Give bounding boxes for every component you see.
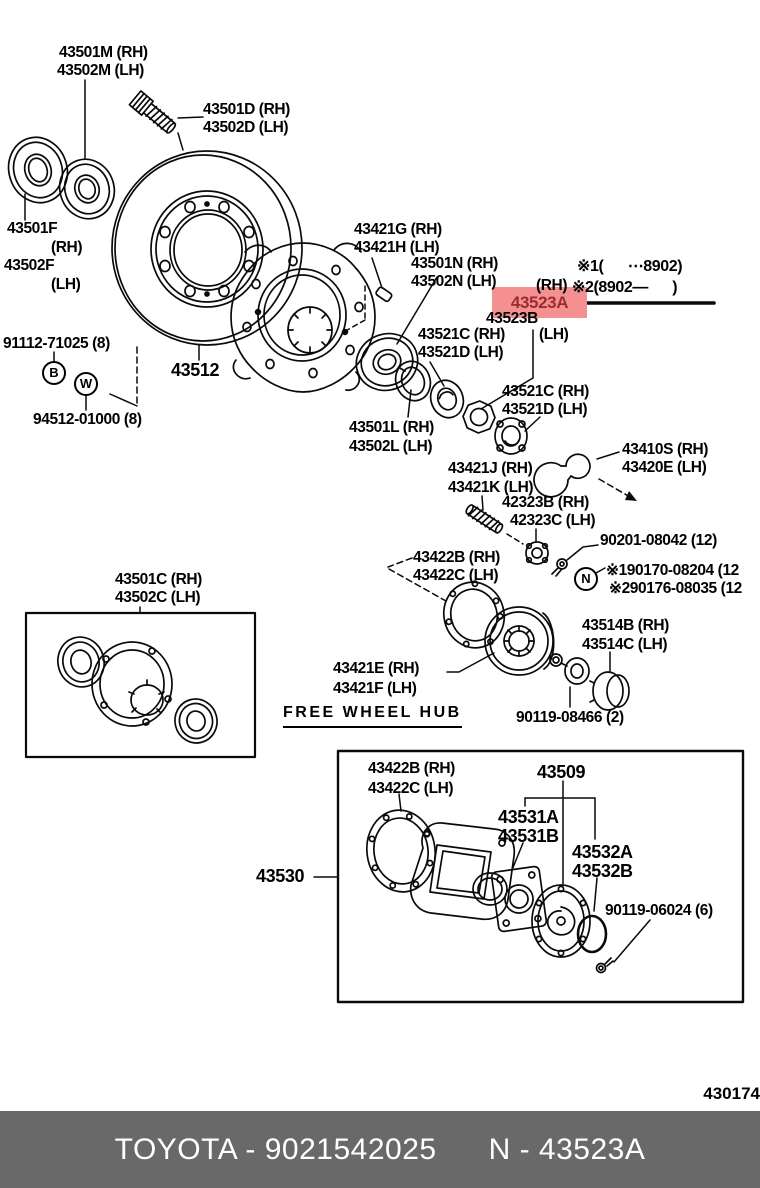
part-label-90119-08466: 90119-08466 (2) [516, 709, 624, 726]
part-label-43422b-1: 43422B (RH) [413, 549, 500, 566]
lock-nut-drawing [494, 417, 528, 455]
part-label-43531a: 43531A [498, 807, 559, 827]
part-label-90176-08035: ※290176-08035 (12 [609, 580, 742, 597]
part-label-43501c: 43501C (RH) [115, 571, 202, 588]
part-label-43422c-1: 43422C (LH) [413, 567, 499, 584]
part-label-43521d-1: 43521D (LH) [418, 344, 504, 361]
footer-banner: TOYOTA - 9021542025 N - 43523A [0, 1111, 760, 1188]
part-label-43521d-2: 43521D (LH) [502, 401, 588, 418]
part-label-43501d: 43501D (RH) [203, 101, 290, 118]
steering-knuckle-drawing [230, 242, 376, 393]
part-label-43521c-2: 43521C (RH) [502, 383, 589, 400]
part-label-90119-06024: 90119-06024 (6) [605, 902, 713, 919]
part-label-43523a-rh: (RH) [536, 277, 568, 294]
knuckle-pin-drawing [375, 286, 393, 303]
part-label-43509: 43509 [537, 762, 586, 782]
claw-washer-drawing [462, 400, 496, 434]
part-label-43502f-lh: (LH) [51, 276, 81, 293]
part-label-94512-01000: 94512-01000 (8) [33, 411, 142, 428]
washer-marker-w: W [74, 372, 98, 396]
part-label-90201-08042: 90201-08042 (12) [600, 532, 717, 549]
part-label-43530: 43530 [256, 866, 305, 886]
part-label-43514c: 43514C (LH) [582, 636, 668, 653]
thrust-washer-drawing [394, 360, 432, 402]
brake-disc-drawing [111, 150, 303, 346]
outer-bearing-drawing [58, 158, 116, 220]
part-label-43531b: 43531B [498, 826, 559, 846]
part-label-43502f: 43502F [4, 257, 55, 274]
part-label-43501m: 43501M (RH) [59, 44, 148, 61]
part-label-43532b: 43532B [572, 861, 633, 881]
leader-lines [24, 79, 716, 963]
grease-cap-drawing [589, 671, 630, 711]
part-label-43501f-rh: (RH) [51, 239, 83, 256]
footer-reference-number: N - 43523A [488, 1132, 646, 1166]
part-label-43523b-lh: (LH) [539, 326, 569, 343]
part-label-43422c-2: 43422C (LH) [368, 780, 454, 797]
inner-bearing-drawing [355, 332, 419, 392]
part-label-43512: 43512 [171, 360, 220, 380]
part-label-43421e: 43421E (RH) [333, 660, 420, 677]
part-label-43421h: 43421H (LH) [354, 239, 440, 256]
freewheel-hub-kit-box [336, 749, 745, 1004]
grease-seal-drawing [7, 136, 69, 204]
highlighted-part-43523a: 43523A [492, 287, 587, 318]
part-label-43420e: 43420E (LH) [622, 459, 707, 476]
part-label-43501n: 43501N (RH) [411, 255, 498, 272]
part-label-43410s: 43410S (RH) [622, 441, 709, 458]
lock-washer-drawing [429, 379, 465, 419]
part-label-43421f: 43421F (LH) [333, 680, 417, 697]
grease-fitting-drawing [551, 558, 568, 577]
footer-brand-part-number: TOYOTA - 9021542025 [114, 1132, 437, 1166]
part-label-43521c-1: 43521C (RH) [418, 326, 505, 343]
part-label-43501f: 43501F [7, 220, 58, 237]
part-label-42323b: 42323B (RH) [502, 494, 589, 511]
part-label-43502c: 43502C (LH) [115, 589, 201, 606]
part-label-43501l: 43501L (RH) [349, 419, 434, 436]
castle-nut-drawing [525, 541, 549, 565]
part-label-42323c: 42323C (LH) [510, 512, 596, 529]
snap-ring-drawing [533, 453, 591, 498]
part-label-43421g: 43421G (RH) [354, 221, 442, 238]
adjusting-screw-drawing [465, 504, 504, 534]
part-label-90170-08204: ※190170-08204 (12 [606, 562, 739, 579]
part-label-43502d: 43502D (LH) [203, 119, 289, 136]
nut-marker-n: N [574, 567, 598, 591]
bolt-marker-b: B [42, 361, 66, 385]
note-1: ※1( ⋯8902) [577, 258, 683, 275]
part-label-43514b: 43514B (RH) [582, 617, 669, 634]
part-label-43523b: 43523B [486, 310, 538, 327]
part-label-43502m: 43502M (LH) [57, 62, 144, 79]
part-label-43532a: 43532A [572, 842, 633, 862]
highlighted-part-label: 43523A [510, 292, 569, 312]
free-wheel-hub-caption: FREE WHEEL HUB [283, 704, 462, 728]
figure-code: 430174 [703, 1084, 760, 1103]
part-label-43421j: 43421J (RH) [448, 460, 533, 477]
hub-gasket-drawing [442, 580, 506, 649]
freewheel-hub-body-drawing [484, 606, 555, 676]
part-label-43422b-2: 43422B (RH) [368, 760, 455, 777]
hub-subassembly-box [24, 611, 257, 759]
note-2: ※2(8902— ) [572, 279, 678, 296]
part-label-43502l: 43502L (LH) [349, 438, 433, 455]
cone-washer-bolt-drawing [549, 653, 590, 685]
part-label-43502n: 43502N (LH) [411, 273, 497, 290]
part-label-43421k: 43421K (LH) [448, 479, 534, 496]
hub-bolt-drawing [128, 90, 177, 134]
part-label-91112-71025: 91112-71025 (8) [3, 335, 110, 352]
